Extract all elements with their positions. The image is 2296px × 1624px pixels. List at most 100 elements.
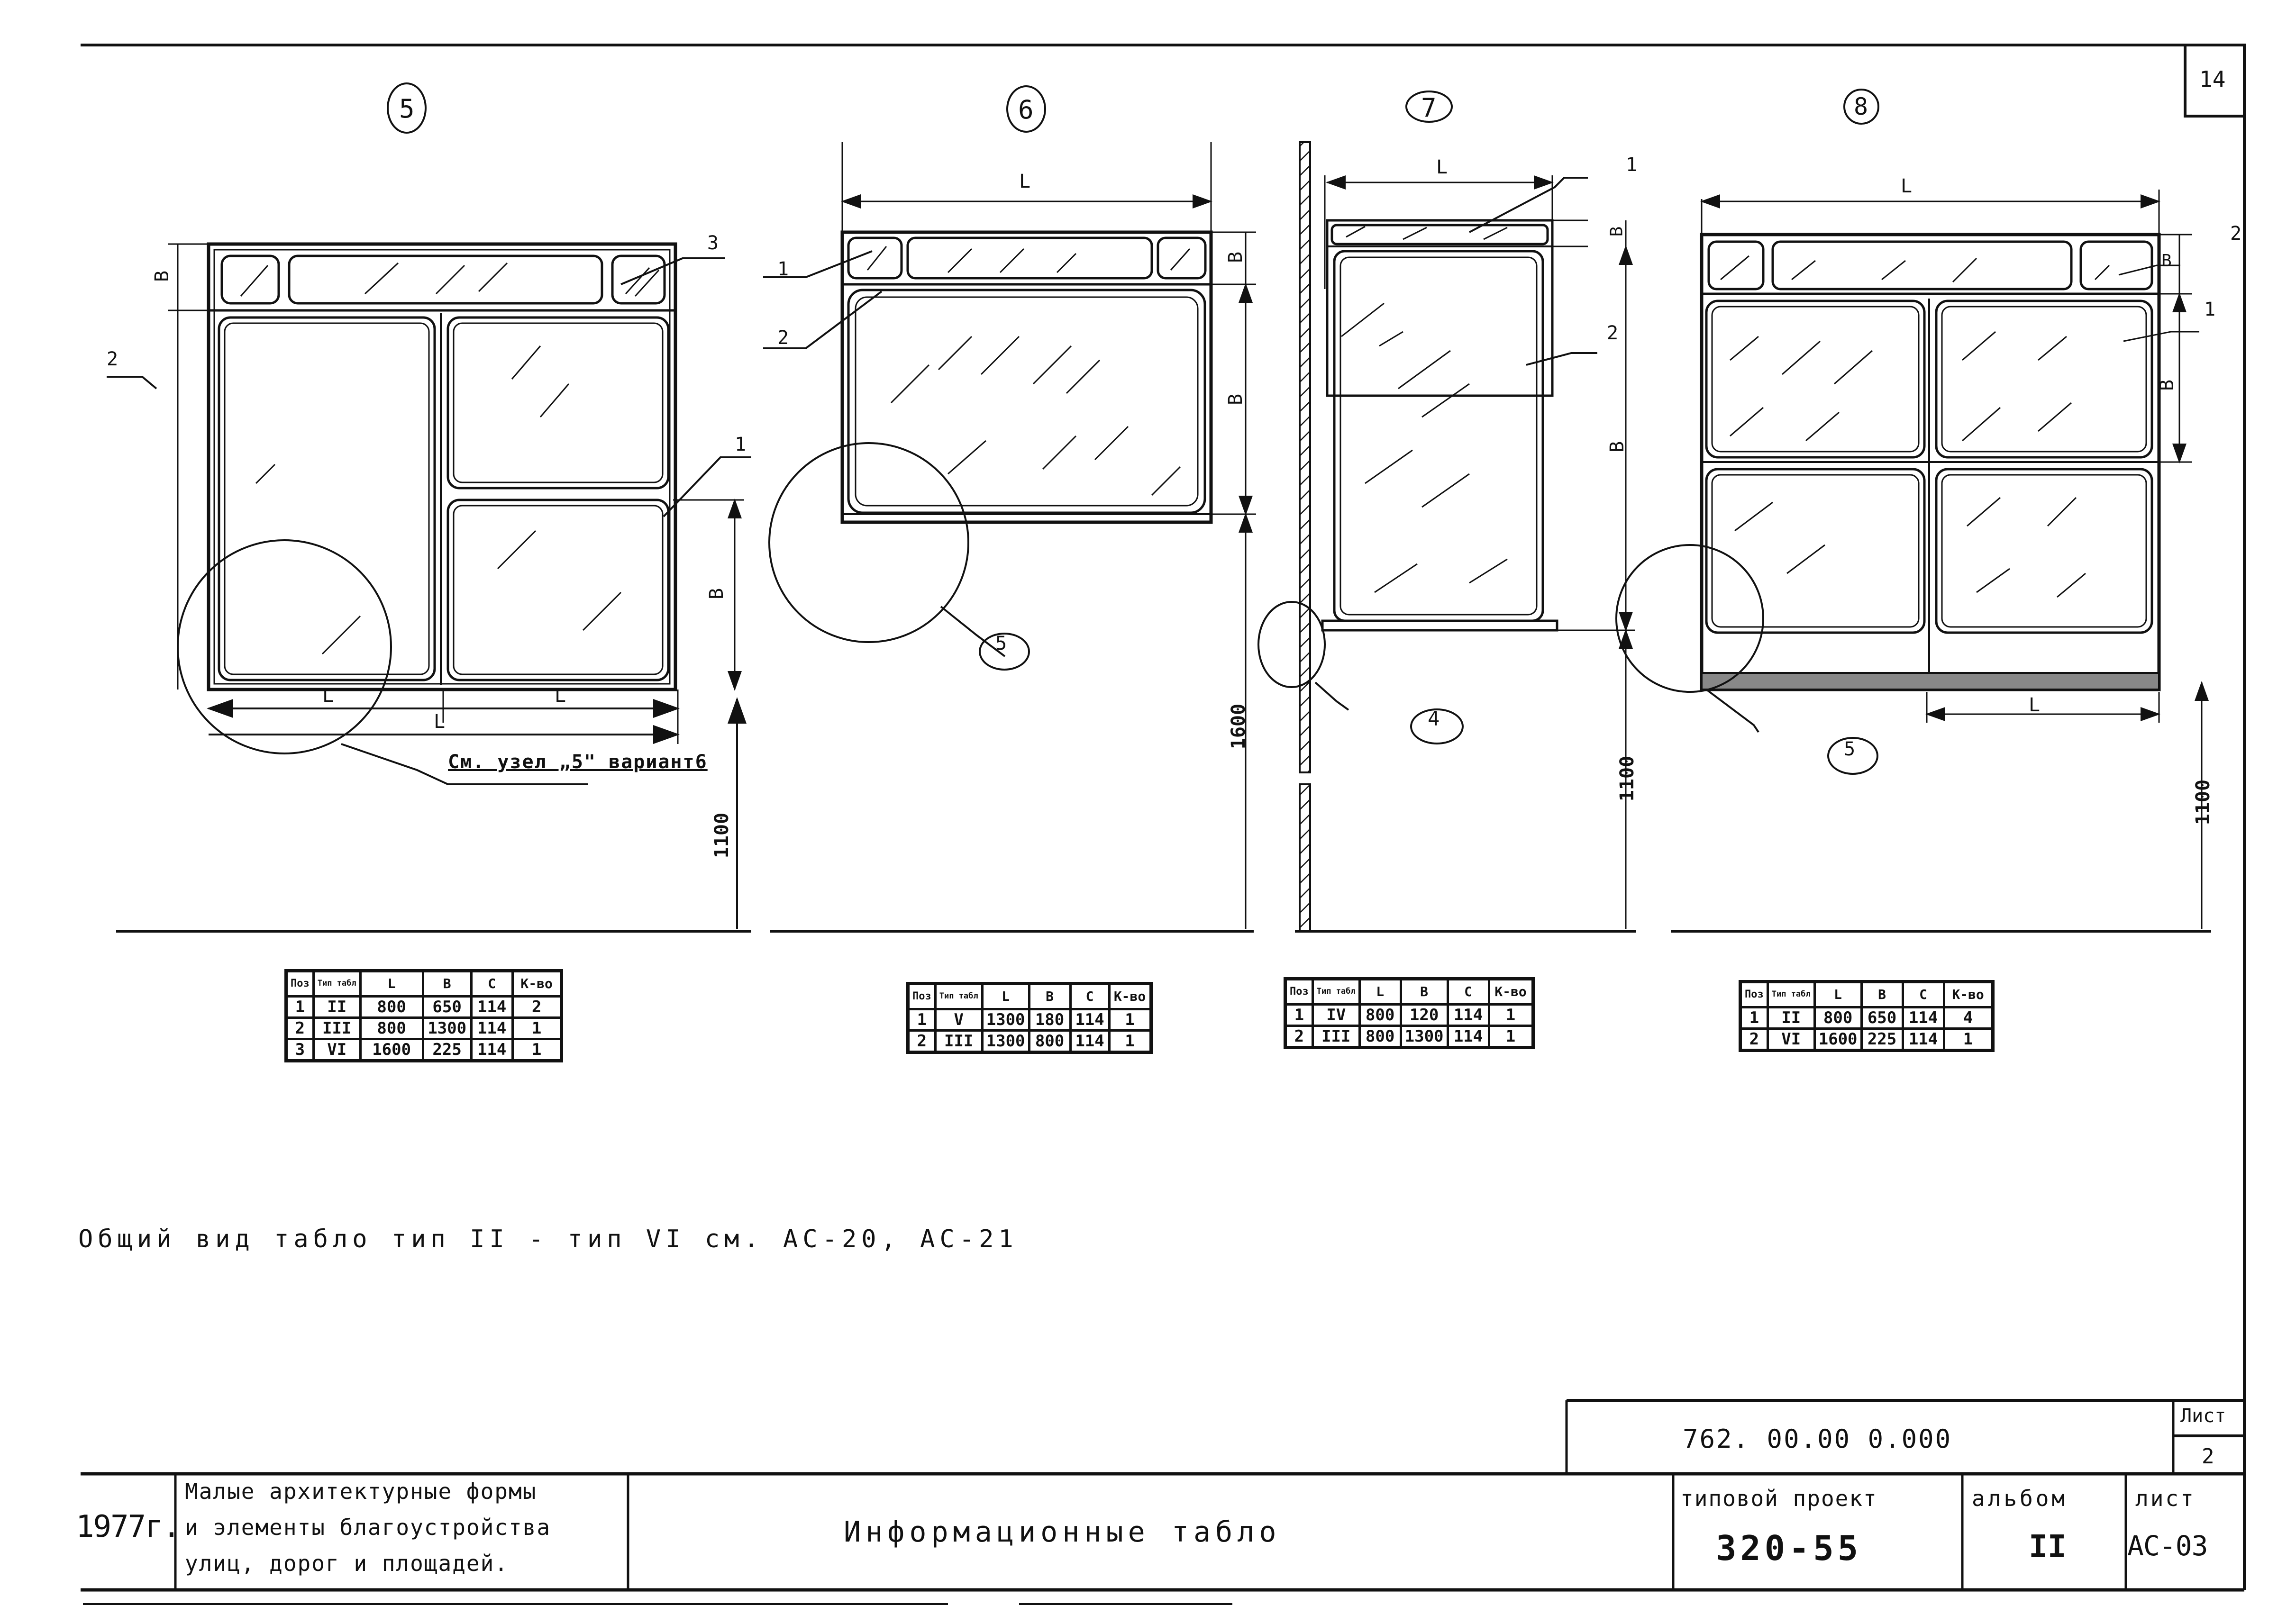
cell-qty: 4 <box>1942 1006 1994 1030</box>
table-header-row: Поз Тип табл L B C К-во <box>1284 978 1534 1006</box>
node-marker-5 <box>979 633 1030 671</box>
cell-b: 180 <box>1028 1008 1072 1032</box>
year: 1977г. <box>76 1509 181 1544</box>
col-header-c: C <box>1069 982 1111 1010</box>
title-block-lines <box>81 1399 2244 1605</box>
table-header-row: Поз Тип табл L B C К-во <box>285 970 563 998</box>
table-row: 2 III 800 1300 114 1 <box>285 1016 563 1040</box>
callout-pos-2: 2 <box>777 327 789 349</box>
dim-l-label: L <box>434 711 446 733</box>
cell-c: 114 <box>1446 1025 1490 1049</box>
cell-l: 1600 <box>1813 1027 1863 1052</box>
col-header-type: Тип табл <box>1311 978 1361 1006</box>
view-5-drawing <box>107 82 751 933</box>
cell-type: III <box>312 1016 362 1040</box>
dim-height-1600: 1600 <box>1228 703 1250 750</box>
callout-pos-1: 1 <box>777 258 789 280</box>
col-header-qty: К-во <box>1487 978 1534 1006</box>
col-header-b: B <box>1860 980 1904 1008</box>
col-header-c: C <box>470 970 514 998</box>
view-8-drawing <box>1615 89 2211 933</box>
cell-c: 114 <box>470 1038 514 1062</box>
cell-qty: 1 <box>1942 1027 1994 1052</box>
dim-height-1100: 1100 <box>711 812 733 859</box>
cell-qty: 1 <box>511 1016 563 1040</box>
cell-b: 650 <box>421 995 473 1019</box>
cell-type: III <box>1311 1025 1361 1049</box>
cell-pos: 2 <box>1739 1027 1769 1052</box>
col-header-c: C <box>1446 978 1490 1006</box>
cell-c: 114 <box>1901 1027 1945 1052</box>
node-marker-5-label: 5 <box>995 633 1007 654</box>
cell-type: VI <box>312 1038 362 1062</box>
cell-qty: 1 <box>1108 1008 1152 1032</box>
table-row: 2 VI 1600 225 114 1 <box>1739 1027 1994 1052</box>
table-row: 2 III 1300 800 114 1 <box>907 1029 1152 1053</box>
view-marker-8: 8 <box>1854 93 1868 120</box>
table-row: 1 IV 800 120 114 1 <box>1284 1003 1534 1027</box>
col-header-pos: Поз <box>285 970 315 998</box>
cell-l: 1300 <box>981 1008 1030 1032</box>
table-row: 1 II 800 650 114 4 <box>1739 1006 1994 1030</box>
cell-type: II <box>312 995 362 1019</box>
cell-type: V <box>934 1008 984 1032</box>
col-header-type: Тип табл <box>934 982 984 1010</box>
col-header-qty: К-во <box>1108 982 1152 1010</box>
cell-type: VI <box>1766 1027 1816 1052</box>
cell-pos: 1 <box>285 995 315 1019</box>
spec-table-view-7: Поз Тип табл L B C К-во 1 IV 800 120 114… <box>1284 977 1535 1049</box>
sheet-corner-number: 14 <box>2199 66 2226 92</box>
view-6-drawing <box>763 85 1256 933</box>
project-number: 320-55 <box>1716 1528 1862 1568</box>
table-row: 3 VI 1600 225 114 1 <box>285 1038 563 1062</box>
dim-b-label: B <box>2161 251 2172 271</box>
cell-l: 800 <box>1358 1003 1402 1027</box>
callout-pos-2: 2 <box>1607 322 1619 344</box>
view-marker-7: 7 <box>1421 93 1437 123</box>
cell-pos: 1 <box>1284 1003 1314 1027</box>
col-header-qty: К-во <box>1942 980 1994 1008</box>
node-reference-note: См. узел „5" вариант6 <box>448 751 708 773</box>
cell-c: 114 <box>1901 1006 1945 1030</box>
dim-l-label: L <box>555 685 566 707</box>
col-header-l: L <box>1813 980 1863 1008</box>
cell-c: 114 <box>1069 1008 1111 1032</box>
col-header-type: Тип табл <box>1766 980 1816 1008</box>
cell-type: II <box>1766 1006 1816 1030</box>
cell-l: 1300 <box>981 1029 1030 1053</box>
sheet-frame <box>81 44 2246 1590</box>
table-row: 1 V 1300 180 114 1 <box>907 1008 1152 1032</box>
cell-l: 800 <box>359 1016 424 1040</box>
sheet-number-top: 2 <box>2202 1444 2214 1469</box>
col-header-l: L <box>1358 978 1402 1006</box>
cell-pos: 1 <box>907 1008 937 1032</box>
spec-table-view-5: Поз Тип табл L B C К-во 1 II 800 650 114… <box>284 969 563 1062</box>
col-header-b: B <box>421 970 473 998</box>
dim-b-label: B <box>1225 393 1247 406</box>
cell-b: 225 <box>1860 1027 1904 1052</box>
album-number: II <box>2029 1528 2067 1565</box>
cell-qty: 1 <box>1487 1025 1534 1049</box>
node-marker-4 <box>1410 708 1464 744</box>
cell-qty: 1 <box>1108 1029 1152 1053</box>
dim-l-label: L <box>2029 694 2041 716</box>
document-code: 762. 00.00 0.000 <box>1683 1424 1952 1454</box>
dim-b-label: B <box>1225 251 1247 263</box>
cell-b: 800 <box>1028 1029 1072 1053</box>
spec-table-view-8: Поз Тип табл L B C К-во 1 II 800 650 114… <box>1739 980 1995 1052</box>
callout-pos-2: 2 <box>2230 223 2242 245</box>
col-header-pos: Поз <box>1284 978 1314 1006</box>
cell-pos: 2 <box>285 1016 315 1040</box>
col-header-l: L <box>981 982 1030 1010</box>
table-row: 2 III 800 1300 114 1 <box>1284 1025 1534 1049</box>
callout-pos-2: 2 <box>107 348 118 370</box>
node-marker-5 <box>1827 737 1878 775</box>
col-header-pos: Поз <box>1739 980 1769 1008</box>
cell-l: 800 <box>1813 1006 1863 1030</box>
node-marker-5-label: 5 <box>1844 738 1856 760</box>
cell-b: 650 <box>1860 1006 1904 1030</box>
dim-l-label: L <box>1019 171 1031 192</box>
cell-l: 800 <box>1358 1025 1402 1049</box>
callout-pos-3: 3 <box>707 232 719 254</box>
cell-qty: 1 <box>1487 1003 1534 1027</box>
